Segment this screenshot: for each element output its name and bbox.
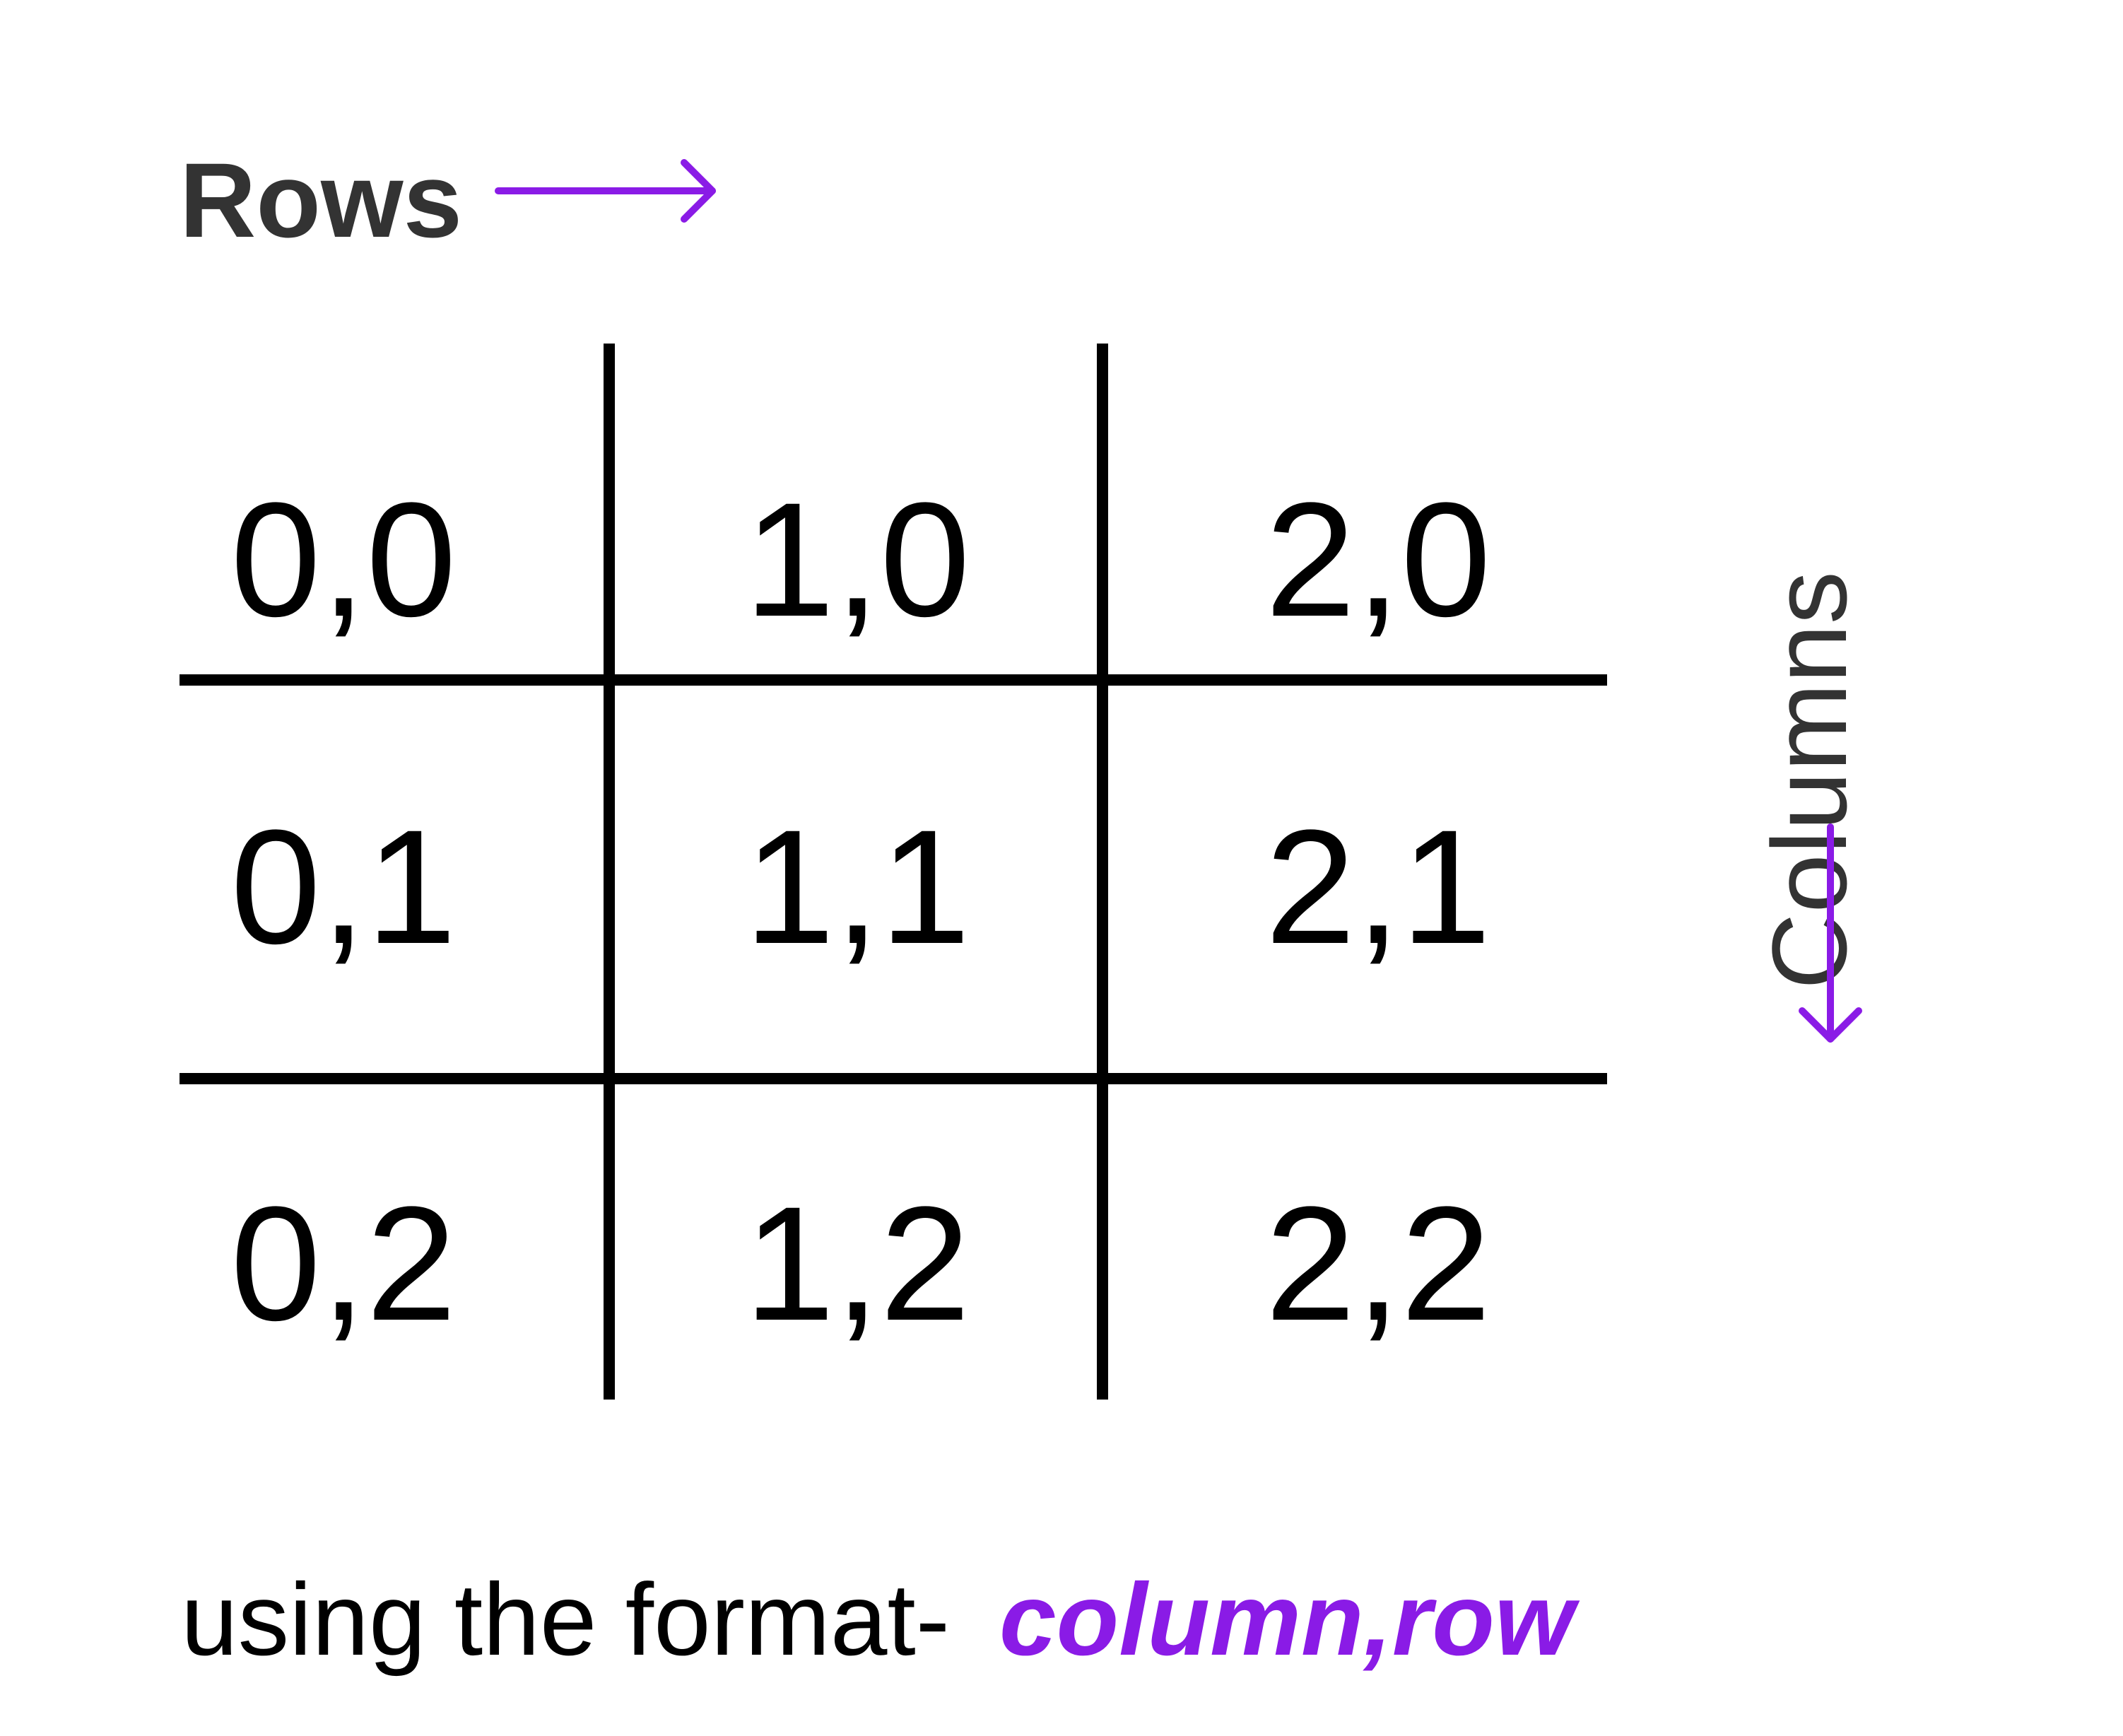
grid-cell: 2,2 — [1265, 1173, 1491, 1354]
grid-cell: 1,2 — [744, 1173, 970, 1354]
footer-format: column,row — [999, 1562, 1575, 1677]
grid-cell: 1,1 — [744, 796, 970, 978]
footer-caption: using the format-column,row — [181, 1559, 1575, 1679]
grid-cell: 1,0 — [744, 469, 970, 650]
rows-label: Rows — [180, 141, 463, 259]
footer-prefix: using the format- — [181, 1562, 950, 1677]
grid-cell: 0,1 — [230, 796, 457, 978]
grid-cell: 0,0 — [230, 469, 457, 650]
grid-cell: 2,1 — [1265, 796, 1491, 978]
right-arrow-icon — [495, 159, 716, 223]
grid-cell: 0,2 — [230, 1173, 457, 1354]
grid-cell: 2,0 — [1265, 469, 1491, 650]
down-arrow-icon — [1799, 823, 1862, 1043]
